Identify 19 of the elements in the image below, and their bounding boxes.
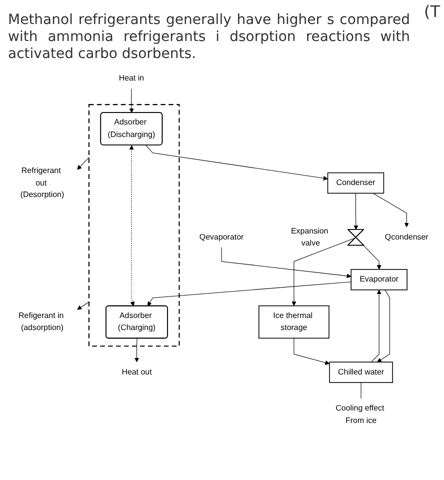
arrow [77,157,90,170]
arrow [146,144,328,181]
arrow [129,145,135,306]
arrow [363,245,382,270]
arrow [147,282,352,306]
text-fragment: (T [424,2,440,21]
arrow [370,290,382,362]
arrow [376,290,390,362]
arrow [372,192,409,228]
arrow [294,338,330,365]
arrow [221,247,352,278]
arrow [129,88,134,113]
arrow [77,302,90,310]
arrow [354,192,358,230]
cluster [88,104,180,347]
arrow [134,338,140,362]
arrow [292,237,356,306]
connector [360,382,362,399]
paragraph-text: Methanol refrigerants generally have higher s compared with ammonia refrigerants i dsorption reactions with activated carbo dsorbents. [8,12,410,63]
